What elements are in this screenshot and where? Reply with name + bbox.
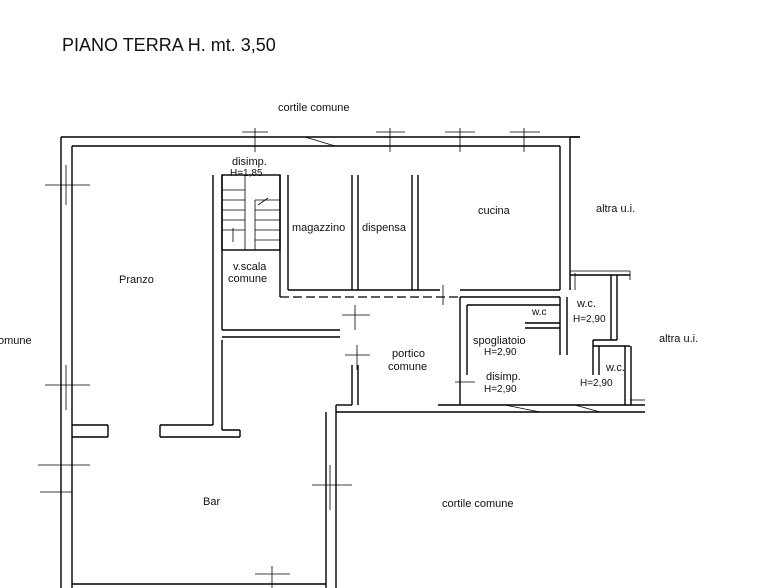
stair-block bbox=[221, 174, 281, 251]
service-block bbox=[455, 273, 632, 405]
label-cortile-top: cortile comune bbox=[278, 102, 350, 114]
label-portico-2: comune bbox=[388, 361, 427, 373]
plan-title: PIANO TERRA H. mt. 3,50 bbox=[62, 35, 276, 55]
label-altra-ui-top: altra u.i. bbox=[596, 203, 635, 215]
neighbour-walls bbox=[629, 271, 645, 401]
storage-block bbox=[279, 175, 460, 305]
outer-walls bbox=[60, 136, 580, 588]
label-altra-ui-right: altra u.i. bbox=[659, 333, 698, 345]
label-cortile-left: omune bbox=[0, 335, 32, 347]
label-spogliatoio-h: H=2,90 bbox=[484, 347, 517, 358]
bottom-window bbox=[72, 566, 326, 588]
label-portico-1: portico bbox=[392, 348, 425, 360]
label-wc-small: w.c bbox=[531, 307, 546, 318]
pranzo-bar-partition bbox=[72, 424, 241, 438]
label-vscala-2: comune bbox=[228, 273, 267, 285]
corridor-walls bbox=[222, 305, 370, 405]
label-disimp-bottom: disimp. bbox=[486, 371, 521, 383]
label-cortile-bottom: cortile comune bbox=[442, 498, 514, 510]
label-wc-bottom-h: H=2,90 bbox=[580, 378, 613, 389]
label-vscala-1: v.scala bbox=[233, 261, 267, 273]
label-wc-big: w.c. bbox=[576, 298, 596, 310]
label-dispensa: dispensa bbox=[362, 222, 407, 234]
label-disimp-top-h: H=1,85 bbox=[230, 168, 263, 179]
pranzo-right-wall bbox=[212, 175, 240, 431]
label-bar: Bar bbox=[203, 496, 220, 508]
lower-walls bbox=[312, 404, 645, 588]
label-wc-big-h: H=2,90 bbox=[573, 314, 606, 325]
label-disimp-bottom-h: H=2,90 bbox=[484, 384, 517, 395]
left-windows bbox=[38, 165, 90, 493]
label-magazzino: magazzino bbox=[292, 222, 345, 234]
top-windows bbox=[242, 128, 540, 152]
label-wc-bottom: w.c. bbox=[605, 362, 625, 374]
label-pranzo: Pranzo bbox=[119, 274, 154, 286]
label-cucina: cucina bbox=[478, 205, 511, 217]
label-spogliatoio: spogliatoio bbox=[473, 335, 526, 347]
cucina-walls bbox=[460, 270, 630, 298]
label-disimp-top: disimp. bbox=[232, 156, 267, 168]
